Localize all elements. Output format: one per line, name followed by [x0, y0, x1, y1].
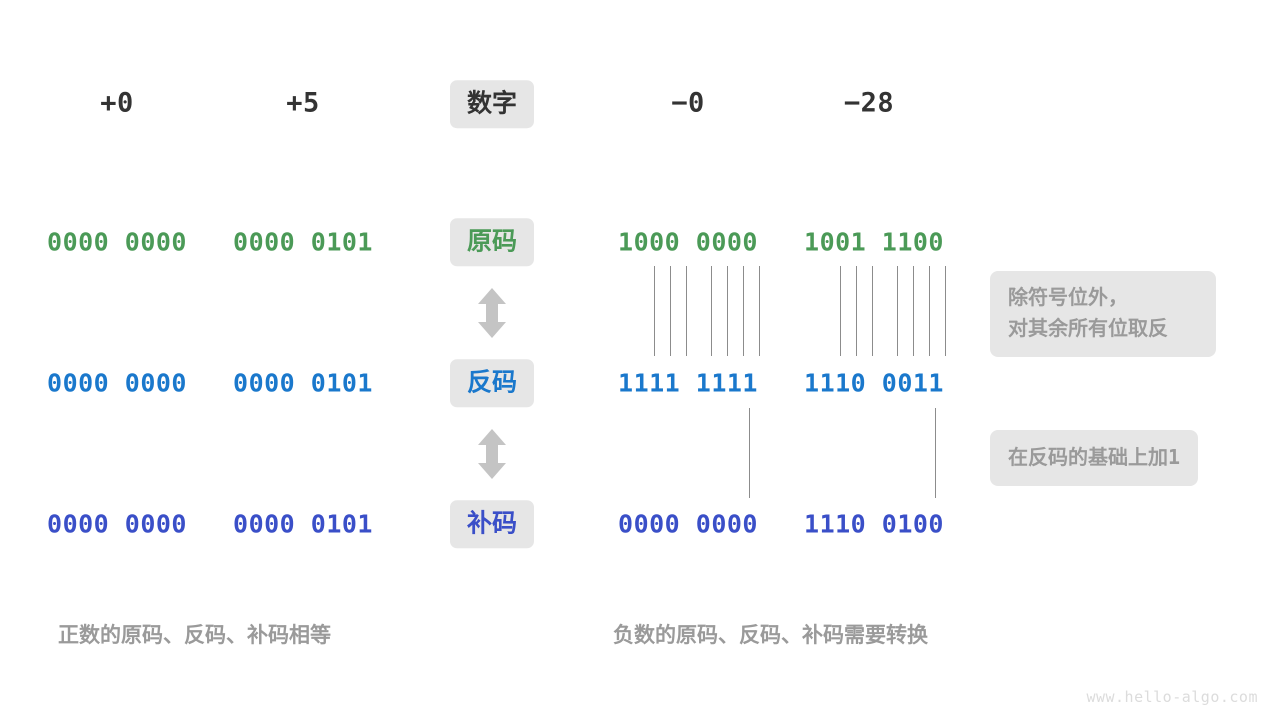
connector-line — [872, 266, 873, 356]
connector-line — [840, 266, 841, 356]
bits-yuanma-minus-28: 1001 1100 — [804, 227, 944, 257]
up-down-arrow-icon-yuanma-fanma — [478, 288, 506, 338]
connector-line — [935, 408, 936, 498]
header-value-minus-28: −28 — [843, 87, 895, 119]
connector-line — [913, 266, 914, 356]
row-chip-yuanma: 原码 — [449, 218, 535, 266]
note-invert-bits: 除符号位外， 对其余所有位取反 — [990, 271, 1216, 357]
caption-negative: 负数的原码、反码、补码需要转换 — [613, 624, 928, 647]
caption-positive: 正数的原码、反码、补码相等 — [58, 624, 331, 647]
connector-line — [945, 266, 946, 356]
connector-line — [856, 266, 857, 356]
connector-line — [711, 266, 712, 356]
header-value-plus-five: +5 — [286, 87, 320, 119]
note-add-one: 在反码的基础上加1 — [990, 430, 1199, 486]
header-chip-number: 数字 — [449, 80, 535, 128]
bits-fanma-plus-zero: 0000 0000 — [47, 368, 187, 398]
bits-buma-minus-zero: 0000 0000 — [618, 509, 758, 539]
watermark: www.hello-algo.com — [1086, 688, 1258, 706]
note-add-one-value: 1 — [1168, 445, 1181, 469]
connector-line — [897, 266, 898, 356]
bits-buma-minus-28: 1110 0100 — [804, 509, 944, 539]
connector-line — [670, 266, 671, 356]
connector-line — [759, 266, 760, 356]
row-chip-fanma: 反码 — [449, 359, 535, 407]
bits-yuanma-plus-five: 0000 0101 — [233, 227, 373, 257]
bits-yuanma-plus-zero: 0000 0000 — [47, 227, 187, 257]
header-value-minus-zero: −0 — [671, 87, 705, 119]
header-value-plus-zero: +0 — [100, 87, 134, 119]
connector-line — [727, 266, 728, 356]
bits-yuanma-minus-zero: 1000 0000 — [618, 227, 758, 257]
bits-buma-plus-five: 0000 0101 — [233, 509, 373, 539]
bits-fanma-minus-zero: 1111 1111 — [618, 368, 758, 398]
connector-line — [686, 266, 687, 356]
bits-buma-plus-zero: 0000 0000 — [47, 509, 187, 539]
up-down-arrow-icon-fanma-buma — [478, 429, 506, 479]
note-add-one-text: 在反码的基础上加 — [1008, 447, 1168, 469]
row-chip-buma: 补码 — [449, 500, 535, 548]
connector-line — [743, 266, 744, 356]
connector-line — [749, 408, 750, 498]
connector-line — [929, 266, 930, 356]
bits-fanma-plus-five: 0000 0101 — [233, 368, 373, 398]
bits-fanma-minus-28: 1110 0011 — [804, 368, 944, 398]
connector-line — [654, 266, 655, 356]
